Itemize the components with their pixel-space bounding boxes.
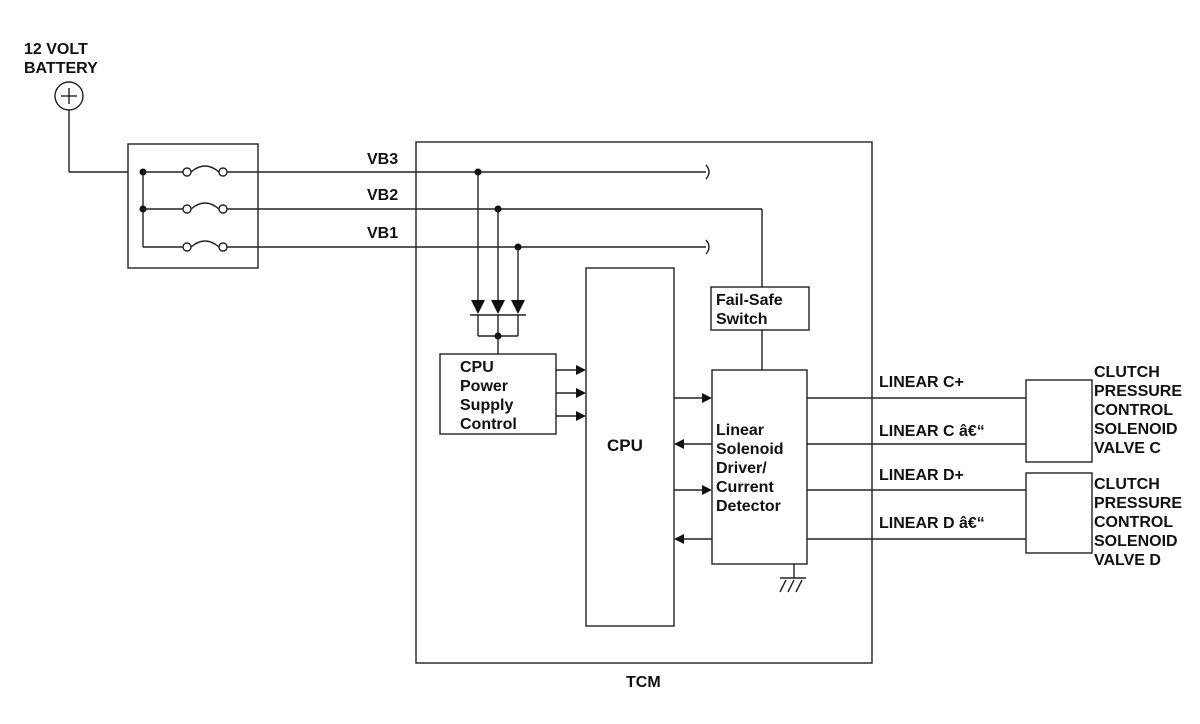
linear-d-plus-label: LINEAR D+ xyxy=(879,467,964,484)
arrow-right-icon xyxy=(576,388,586,398)
valve-c-label-2: PRESSURE xyxy=(1094,383,1182,400)
arrow-left-icon xyxy=(674,534,684,544)
valve-c-label-5: VALVE C xyxy=(1094,440,1161,457)
valve-d-label-4: SOLENOID xyxy=(1094,533,1178,550)
cpu-power-label-1: CPU xyxy=(460,359,494,376)
vb1-label: VB1 xyxy=(367,225,398,242)
diode-icon xyxy=(511,300,525,314)
driver-label-4: Current xyxy=(716,479,774,496)
cpu-label: CPU xyxy=(607,436,643,455)
valve-c-label-1: CLUTCH xyxy=(1094,364,1160,381)
cpu-power-label-3: Supply xyxy=(460,397,513,414)
arrow-right-icon xyxy=(576,411,586,421)
fuse-box-outline xyxy=(127,143,259,269)
failsafe-label-2: Switch xyxy=(716,311,768,328)
valve-d-label-2: PRESSURE xyxy=(1094,495,1182,512)
ground-icon xyxy=(779,577,806,593)
valve-d-label-1: CLUTCH xyxy=(1094,476,1160,493)
arrow-right-icon xyxy=(702,485,712,495)
cpu-power-supply-block: CPU Power Supply Control xyxy=(439,353,586,435)
cpu-driver-signals xyxy=(674,393,712,544)
driver-label-5: Detector xyxy=(716,498,781,515)
cpu-power-label-2: Power xyxy=(460,378,508,395)
diode-icon xyxy=(471,300,485,314)
battery: 12 VOLT BATTERY xyxy=(24,41,143,173)
arrow-right-icon xyxy=(702,393,712,403)
arrow-right-icon xyxy=(576,365,586,375)
valve-c-label-3: CONTROL xyxy=(1094,402,1173,419)
valve-c-label-4: SOLENOID xyxy=(1094,421,1178,438)
driver-label-2: Solenoid xyxy=(716,441,784,458)
valve-d-label-3: CONTROL xyxy=(1094,514,1173,531)
linear-c-minus-label: LINEAR C â€“ xyxy=(879,423,985,440)
cpu-block: CPU xyxy=(585,267,675,627)
driver-label-3: Driver/ xyxy=(716,460,767,477)
fuse-box xyxy=(127,143,259,269)
tcm-outline xyxy=(415,141,873,664)
linear-c-plus-label: LINEAR C+ xyxy=(879,374,964,391)
solenoid-valve-c: CLUTCH PRESSURE CONTROL SOLENOID VALVE C xyxy=(1025,364,1182,463)
diode-icon xyxy=(491,300,505,314)
cpu-power-label-4: Control xyxy=(460,416,517,433)
driver-label-1: Linear xyxy=(716,422,764,439)
linear-d-minus-label: LINEAR D â€“ xyxy=(879,515,985,532)
battery-label-line1: 12 VOLT xyxy=(24,41,88,58)
solenoid-valve-d: CLUTCH PRESSURE CONTROL SOLENOID VALVE D xyxy=(1025,472,1182,569)
vb2-label: VB2 xyxy=(367,187,398,204)
vb3-label: VB3 xyxy=(367,151,398,168)
failsafe-switch-block: Fail-Safe Switch xyxy=(710,286,810,370)
tcm-label: TCM xyxy=(626,674,661,691)
diode-array xyxy=(470,172,526,354)
solenoid-outputs: LINEAR C+ LINEAR C â€“ LINEAR D+ LINEAR … xyxy=(807,374,1026,540)
failsafe-label-1: Fail-Safe xyxy=(716,292,783,309)
linear-solenoid-driver-block: Linear Solenoid Driver/ Current Detector xyxy=(711,369,808,593)
valve-d-label-5: VALVE D xyxy=(1094,552,1161,569)
arrow-left-icon xyxy=(674,439,684,449)
power-lines: VB3 VB2 VB1 xyxy=(227,151,763,287)
battery-label-line2: BATTERY xyxy=(24,60,98,77)
